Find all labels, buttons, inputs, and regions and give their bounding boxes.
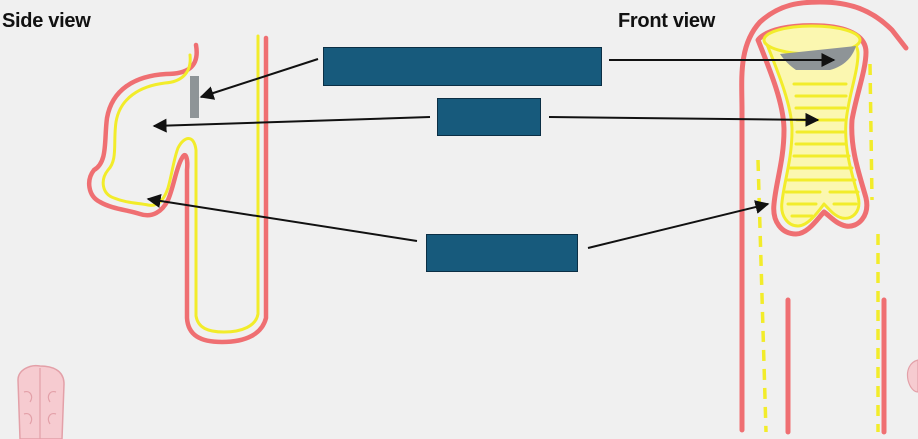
label-box-bottom[interactable] (426, 234, 578, 272)
front-view-shaded-region (780, 46, 856, 70)
arrow-box3-to-front (587, 200, 770, 249)
label-box-top[interactable] (323, 47, 602, 86)
arrow-box2-to-side (152, 116, 431, 133)
front-view-dashed-line-top-right (868, 63, 874, 201)
side-view-title: Side view (2, 10, 91, 32)
arrow-box1-to-side-shaded (199, 58, 319, 100)
side-view-inner-outline (101, 34, 260, 334)
front-view-inner-red-wall (785, 297, 887, 435)
thumbnail-bottom-left (17, 364, 65, 439)
front-view-outer-outline (739, 0, 909, 433)
label-box-middle[interactable] (437, 98, 541, 136)
front-view-cartilage-rings (784, 82, 860, 218)
side-view-shaded-strip (190, 76, 199, 118)
thumbnail-right-edge (906, 359, 918, 393)
front-view-larynx-red-outline (755, 23, 870, 237)
side-view-outer-outline (86, 35, 269, 345)
front-view-title: Front view (618, 10, 716, 32)
front-view-drawing (739, 0, 909, 435)
arrow-box3-to-side (146, 194, 418, 242)
arrows (146, 53, 836, 249)
arrow-box2-to-front (548, 112, 820, 127)
side-view-drawing (86, 34, 269, 345)
front-view-larynx-body (764, 30, 861, 228)
front-view-dashed-line-left (756, 159, 768, 433)
